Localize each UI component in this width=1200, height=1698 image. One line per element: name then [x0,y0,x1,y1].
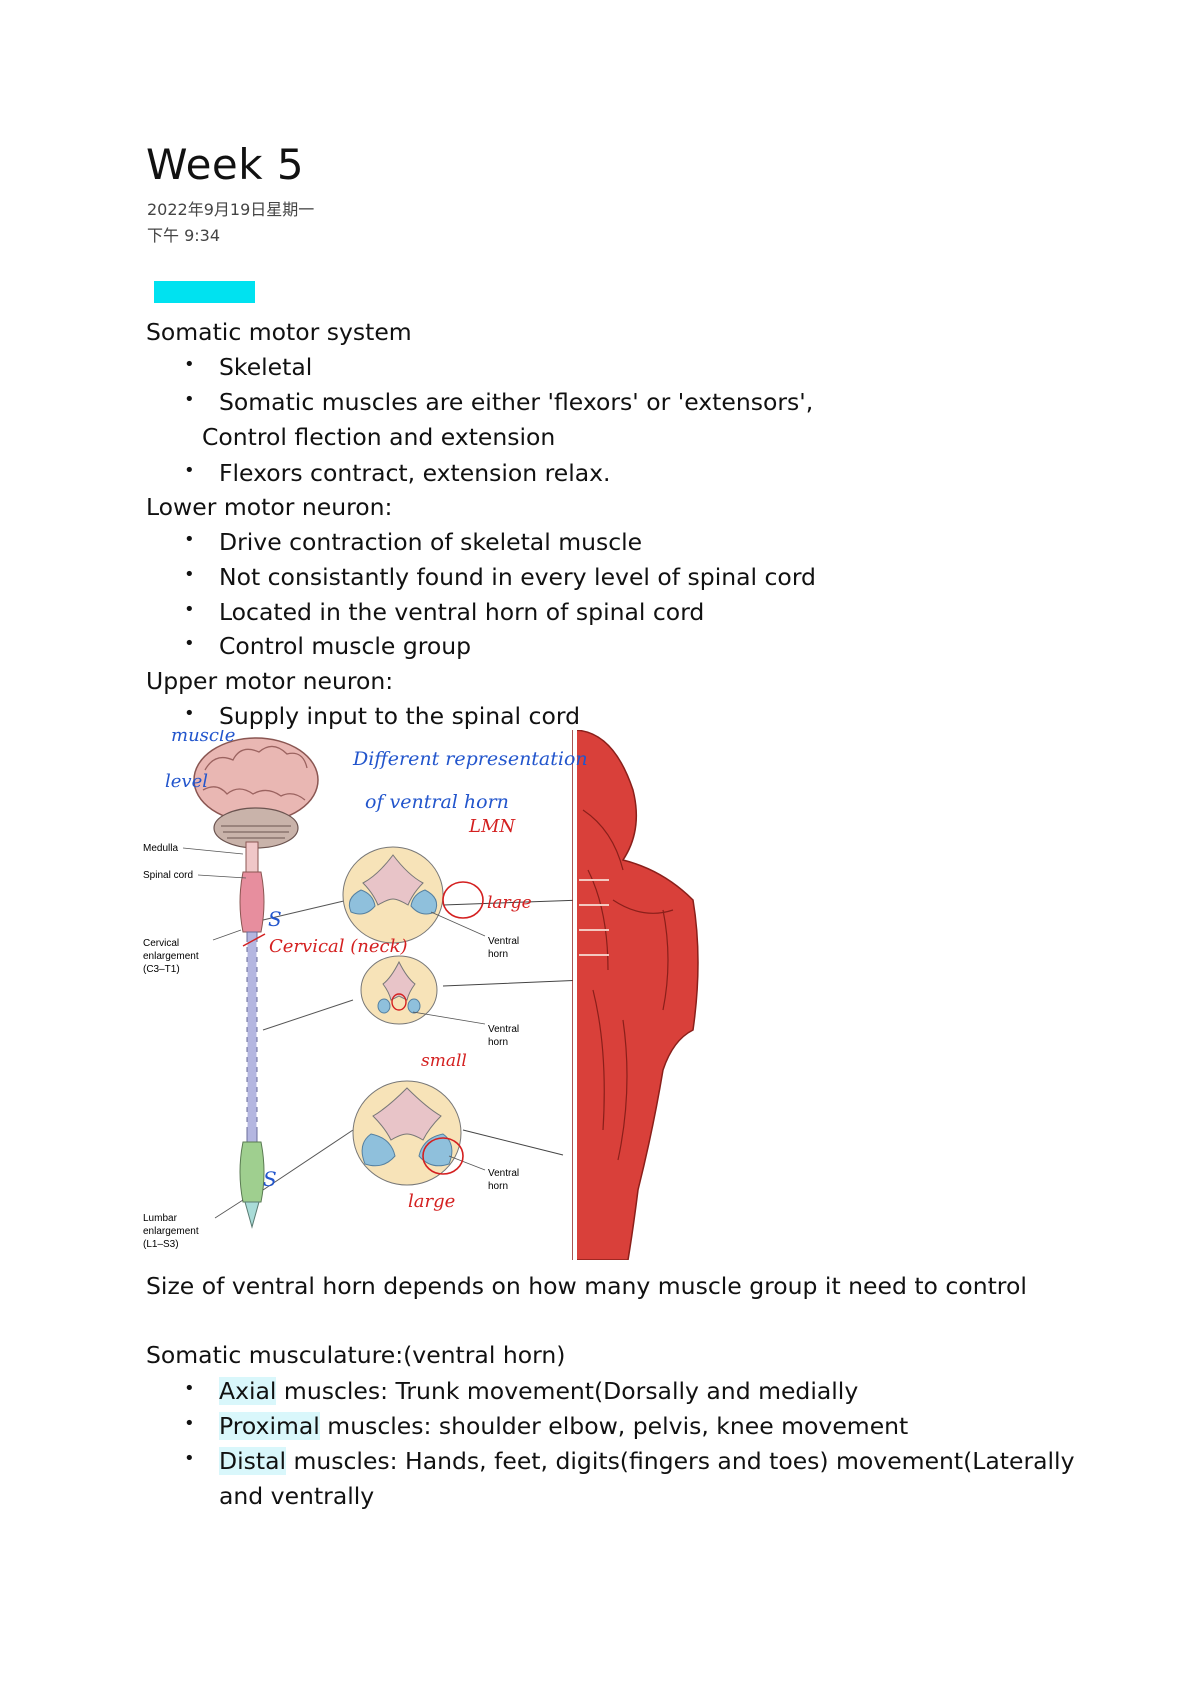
list-item: Control muscle group [219,632,472,660]
highlighted-term: Distal [219,1447,287,1475]
bullet: • [184,703,195,724]
page-title: Week 5 [146,140,305,189]
ventral-horn-label: Ventral [488,936,519,947]
highlighted-term: Proximal [219,1412,320,1440]
list-item: Not consistantly found in every level of… [219,563,816,591]
ventral-horn-label: horn [488,949,508,960]
highlight-marker [154,281,255,303]
list-item-text: muscles: Hands, feet, digits(fingers and… [286,1447,1075,1475]
annotation-of-ventral: of ventral horn [365,791,509,813]
list-item-text: muscles: Trunk movement(Dorsally and med… [276,1377,859,1405]
list-item: Distal muscles: Hands, feet, digits(fing… [219,1447,1075,1475]
list-item: Skeletal [219,353,313,381]
annotation-large-2: large [408,1191,455,1212]
muscle-body-illustration [572,730,708,1260]
annotation-s-upper: S [268,907,282,931]
annotation-small: small [421,1051,467,1071]
list-item-continuation: Control flection and extension [202,423,556,451]
annotation-different: Different representation [352,748,588,770]
brain-illustration [193,737,319,849]
time-line: 下午 9:34 [147,226,221,245]
list-item: Located in the ventral horn of spinal co… [219,598,705,626]
ventral-horn-label: horn [488,1037,508,1048]
spinal-cord-label: Spinal cord [143,870,193,881]
list-item: Drive contraction of skeletal muscle [219,528,643,556]
date-line: 2022年9月19日星期一 [147,200,315,219]
ventral-horn-label: Ventral [488,1024,519,1035]
bullet: • [184,354,195,375]
annotation-level: level [165,771,208,792]
annotation-cervical: Cervical (neck) [269,936,408,957]
section-heading: Somatic musculature:(ventral horn) [146,1341,566,1369]
highlighted-term: Axial [219,1377,277,1405]
spinal-cord-illustration [239,841,265,1229]
bullet: • [184,1413,195,1434]
annotation-s-lower: S [263,1167,277,1191]
bullet: • [184,529,195,550]
annotation-lmn: LMN [468,816,516,837]
ventral-horn-label: horn [488,1181,508,1192]
bullet: • [184,1378,195,1399]
list-item: Supply input to the spinal cord [219,702,581,730]
cross-section-cervical [342,846,444,944]
annotation-large: large [487,893,532,913]
lumbar-label-1: Lumbar [143,1213,178,1224]
cervical-label-1: Cervical [143,938,179,949]
cross-section-thoracic [360,955,438,1025]
ventral-horn-label: Ventral [488,1168,519,1179]
list-item: Somatic muscles are either 'flexors' or … [219,388,814,416]
section-heading: Upper motor neuron: [146,667,394,695]
cervical-label-2: enlargement [143,951,199,962]
section-heading: Lower motor neuron: [146,493,393,521]
list-item-text: muscles: shoulder elbow, pelvis, knee mo… [319,1412,909,1440]
annotation-muscle: muscle [171,730,235,746]
list-item: Axial muscles: Trunk movement(Dorsally a… [219,1377,858,1405]
list-item: Flexors contract, extension relax. [219,459,611,487]
spinal-cord-figure: Medulla Spinal cord Cervical enlargement… [143,730,708,1260]
list-item: Proximal muscles: shoulder elbow, pelvis… [219,1412,908,1440]
bullet: • [184,460,195,481]
bullet: • [184,564,195,585]
cross-section-lumbar [352,1080,462,1186]
lumbar-label-3: (L1–S3) [143,1239,179,1250]
bullet: • [184,1448,195,1469]
section-heading: Somatic motor system [146,318,412,346]
medulla-label: Medulla [143,843,178,854]
list-item-continuation: and ventrally [219,1482,375,1510]
paragraph: Size of ventral horn depends on how many… [146,1272,1027,1300]
bullet: • [184,633,195,654]
cervical-label-3: (C3–T1) [143,964,180,975]
bullet: • [184,389,195,410]
lumbar-label-2: enlargement [143,1226,199,1237]
bullet: • [184,599,195,620]
